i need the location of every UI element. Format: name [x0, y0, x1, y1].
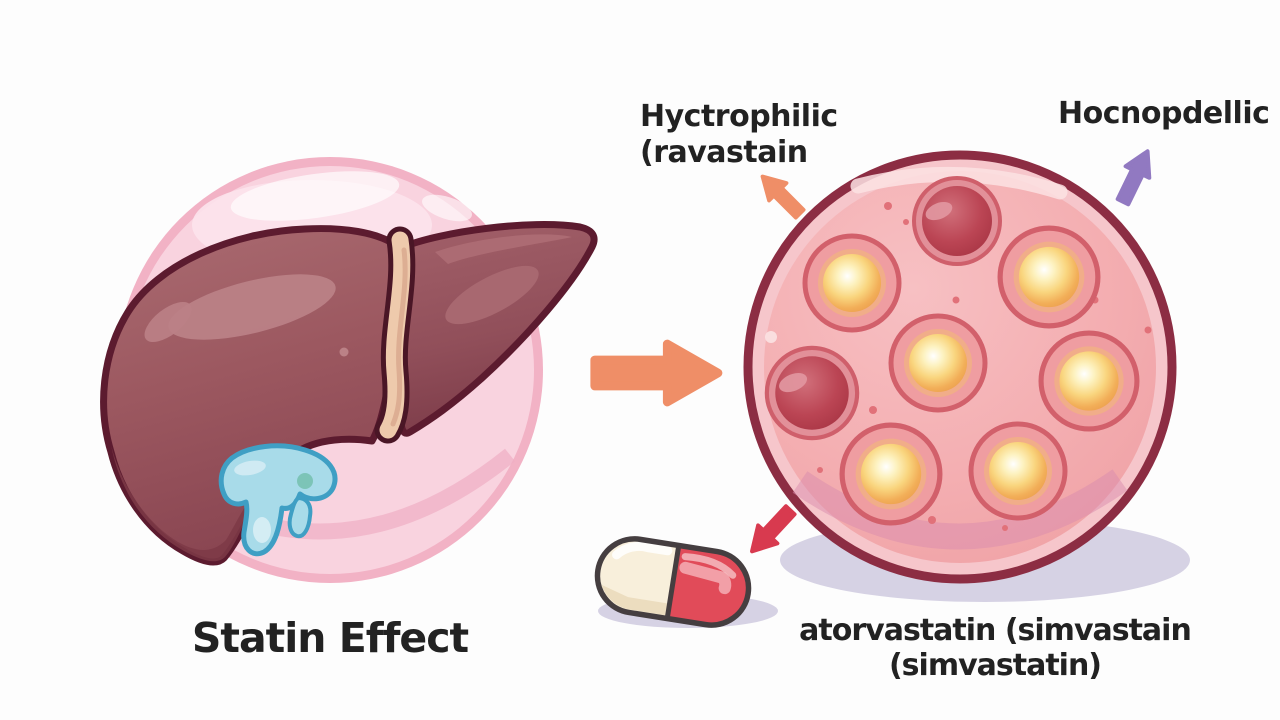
- vesicle-icon: [1041, 333, 1137, 429]
- label-hydrophilic-line1: Hyctrophilic: [640, 99, 838, 134]
- vesicle-icon: [805, 236, 899, 330]
- bile-drip-icon: [218, 443, 338, 557]
- label-statins-line2: (simvastatin): [888, 648, 1102, 683]
- pill-capsule-icon: [594, 536, 752, 628]
- arrow-up-right-icon: [1109, 143, 1162, 210]
- label-lipophilic: Hocnopdellic: [1058, 96, 1270, 131]
- label-statins-line1: atorvastatin (simvastain: [799, 613, 1192, 648]
- label-hydrophilic: Hyctrophilic (ravastain: [640, 99, 838, 171]
- hepatocyte-cell-illustration: [743, 150, 1177, 584]
- caption-statin-effect: Statin Effect: [130, 616, 530, 660]
- arrow-up-left-icon: [751, 165, 811, 225]
- nucleus-icon: [912, 176, 1002, 266]
- transfer-arrow-right-icon: [595, 344, 718, 402]
- label-statins: atorvastatin (simvastain (simvastatin): [780, 613, 1210, 683]
- vesicle-icon: [842, 425, 940, 523]
- caption-statin-text: Statin Effect: [191, 614, 469, 662]
- label-hydrophilic-line2: (ravastain: [640, 135, 808, 170]
- vesicle-icon: [1000, 228, 1098, 326]
- falciform-ligament-band: [374, 226, 416, 444]
- vesicle-icon: [891, 316, 985, 410]
- label-lipophilic-text: Hocnopdellic: [1058, 96, 1270, 131]
- nucleus-icon: [767, 348, 857, 438]
- liver-illustration: [100, 221, 598, 566]
- vesicle-icon: [971, 424, 1065, 518]
